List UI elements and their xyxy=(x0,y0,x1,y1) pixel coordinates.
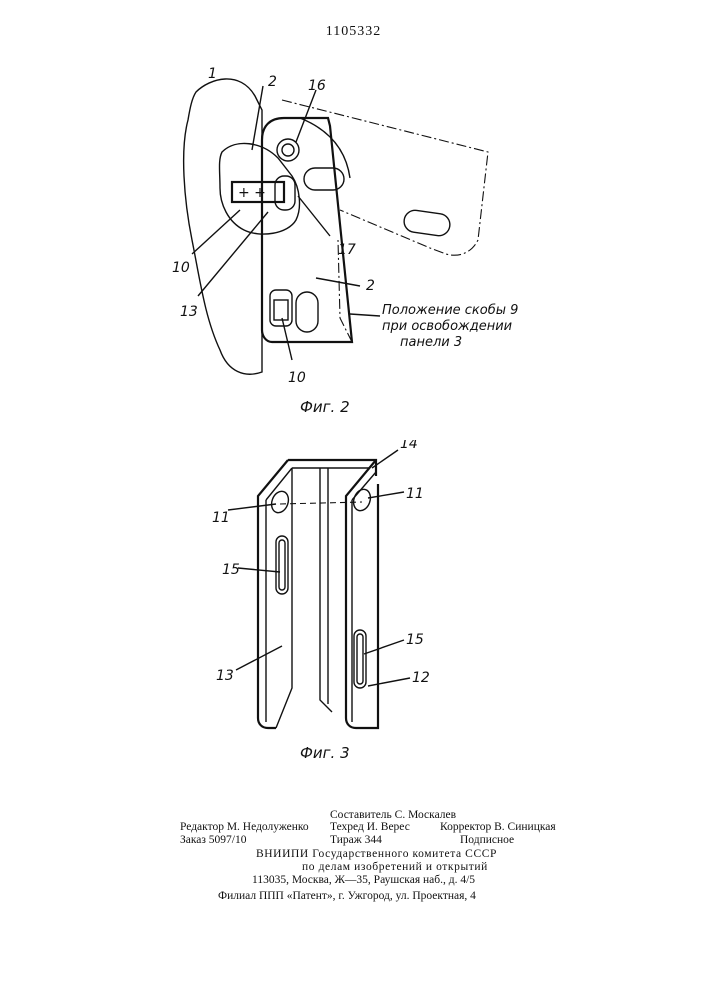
fig2-note-line-1: Положение скобы 9 xyxy=(382,303,518,318)
fig2-label-2-mid: 2 xyxy=(366,278,375,294)
fig3-label-11-right: 11 xyxy=(406,486,424,502)
fig2-note-line-3: панели 3 xyxy=(400,335,462,350)
fig3-label-13: 13 xyxy=(216,668,234,684)
figure-3-drawing: 14 11 11 15 15 13 12 Фиг. 3 xyxy=(0,440,707,800)
figure-2-drawing: 1 2 16 10 17 13 2 10 + + Положение скобы… xyxy=(0,0,707,420)
imprint-org-line-3: 113035, Москва, Ж—35, Раушская наб., д. … xyxy=(252,873,475,887)
fig3-label-15-right: 15 xyxy=(406,632,424,648)
imprint-corrector: Корректор В. Синицкая xyxy=(440,820,556,834)
fig2-label-16: 16 xyxy=(308,78,326,94)
fig2-label-13: 13 xyxy=(180,304,198,320)
imprint-org-line-1: ВНИИПИ Государственного комитета СССР xyxy=(256,847,497,861)
fig2-label-2-top: 2 xyxy=(268,74,277,90)
imprint-circulation: Тираж 344 xyxy=(330,833,382,847)
fig2-marks: + + xyxy=(238,185,266,201)
fig3-label-12: 12 xyxy=(412,670,430,686)
imprint-subscription: Подписное xyxy=(460,833,514,847)
imprint-order: Заказ 5097/10 xyxy=(180,833,247,847)
fig2-caption: Фиг. 2 xyxy=(300,398,350,416)
fig2-label-10-left: 10 xyxy=(172,260,190,276)
fig3-label-11-left: 11 xyxy=(212,510,230,526)
fig2-label-17: 17 xyxy=(338,242,356,258)
fig3-label-15-left: 15 xyxy=(222,562,240,578)
fig2-note-line-2: при освобождении xyxy=(382,319,512,334)
fig3-caption: Фиг. 3 xyxy=(300,744,350,762)
fig2-label-10-bottom: 10 xyxy=(288,370,306,386)
imprint-branch: Филиал ППП «Патент», г. Ужгород, ул. Про… xyxy=(218,889,476,903)
imprint-techred: Техред И. Верес xyxy=(330,820,410,834)
imprint-org-line-2: по делам изобретений и открытий xyxy=(302,860,488,874)
fig3-label-14: 14 xyxy=(400,440,418,452)
imprint-editor: Редактор М. Недолуженко xyxy=(180,820,309,834)
fig2-label-1: 1 xyxy=(208,66,217,82)
